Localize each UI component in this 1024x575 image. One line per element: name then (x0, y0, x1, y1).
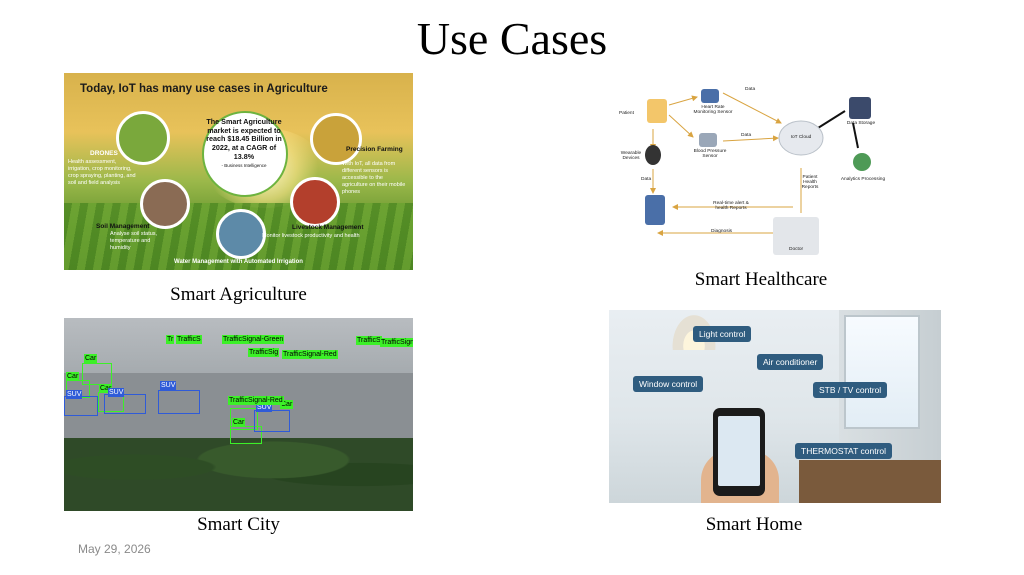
livestock-text: Monitor livestock productivity and healt… (262, 233, 360, 239)
car-tag: Car (99, 384, 113, 393)
healthcare-arrows (650, 92, 859, 236)
watch-icon (645, 145, 661, 165)
data-mid-label: Data (741, 133, 752, 138)
signal-tag: TrafficS (176, 335, 202, 344)
precision-label: Precision Farming (346, 146, 403, 153)
doctor-label: Doctor (789, 247, 804, 252)
window-callout: Window control (633, 376, 704, 392)
slide-title: Use Cases (416, 13, 608, 64)
suv-box (104, 394, 146, 414)
market-source: - Business Intelligence (221, 163, 267, 169)
suv-tag: SUV (108, 388, 125, 397)
drones-text: Health assessment, irrigation, crop moni… (68, 159, 136, 186)
soil-text: Analyse soil status, temperature and hum… (110, 231, 158, 251)
heart-rate-icon (701, 89, 719, 103)
patient-label: Patient (619, 111, 634, 116)
suv-tag: SUV (66, 390, 83, 399)
patient-icon (647, 99, 667, 123)
market-stat: The Smart Agriculture market is expected… (206, 117, 282, 161)
signal-tag: Tr (166, 335, 175, 344)
drone-bubble (116, 111, 170, 165)
data-top-label: Data (745, 87, 756, 92)
signal-tag: TrafficSignal (380, 338, 413, 347)
agri-heading: Today, IoT has many use cases in Agricul… (80, 83, 328, 95)
wearable-label: Wearable Devices (620, 151, 642, 161)
market-text: The Smart Agriculture market is expected… (206, 117, 282, 169)
suv-box (254, 410, 290, 432)
suv-box (64, 396, 98, 416)
car-tag: Car (66, 372, 80, 381)
doctor-icon (773, 217, 819, 255)
car-box (230, 426, 262, 444)
suv-tag: SUV (160, 381, 177, 390)
livestock-label: Livestock Management (292, 224, 364, 231)
thermostat-callout: THERMOSTAT control (795, 443, 893, 459)
drones-label: DRONES (90, 150, 118, 157)
precision-text: With IoT, all data from different sensor… (342, 161, 406, 195)
car-tag: Car (84, 354, 98, 363)
signal-tag: TrafficSignal-Red (228, 396, 284, 405)
car-box (230, 408, 258, 430)
car-tag: Car (232, 418, 246, 427)
water-label: Water Management with Automated Irrigati… (174, 259, 303, 265)
caption-home: Smart Home (705, 514, 803, 535)
window (844, 315, 920, 429)
storage-icon (849, 97, 871, 119)
reports-label: Patient Health Reports (801, 175, 819, 190)
data-left-label: Data (641, 177, 652, 182)
city-image: Car Car Car Car Car SUV SUV SUV SUV Tr T… (64, 318, 413, 511)
blood-pressure-label: Blood Pressure Sensor (693, 149, 727, 159)
soil-label: Soil Management (96, 223, 150, 230)
storage-label: Data Storage (846, 121, 876, 126)
counter (799, 460, 941, 503)
soil-bubble (140, 179, 190, 229)
tree-line (64, 438, 413, 511)
market-circle (202, 111, 288, 197)
caption-agriculture: Smart Agriculture (170, 284, 307, 305)
precision-bubble (310, 113, 362, 165)
phone-screen (718, 416, 760, 486)
water-bubble (216, 209, 266, 259)
caption-city: Smart City (197, 514, 280, 535)
suv-tag: SUV (256, 403, 273, 412)
ac-callout: Air conditioner (757, 354, 824, 370)
home-image: Light control Air conditioner Window con… (609, 310, 941, 503)
phone-icon (645, 195, 665, 225)
analytics-icon (853, 153, 871, 171)
healthcare-diagram: Patient Heart Rate Monitoring Sensor Blo… (613, 83, 891, 258)
livestock-bubble (290, 177, 340, 227)
suv-box (158, 390, 200, 414)
cloud-label: IoT Cloud (790, 135, 812, 140)
light-callout: Light control (693, 326, 752, 342)
heart-rate-label: Heart Rate Monitoring Sensor (693, 105, 733, 115)
blood-pressure-icon (699, 133, 717, 147)
car-box (82, 363, 112, 385)
signal-tag: TrafficSignal-Red (282, 350, 338, 359)
diagnosis-label: Diagnosis (711, 229, 733, 234)
analytics-label: Analytics Processing (840, 177, 886, 182)
slide-date: May 29, 2026 (78, 542, 151, 556)
signal-tag: TrafficSig (248, 348, 280, 357)
car-tag: Car (280, 400, 294, 409)
realtime-label: Real-time alert & health Reports (713, 201, 749, 211)
agriculture-image: Today, IoT has many use cases in Agricul… (64, 73, 413, 270)
signal-tag: TrafficS (356, 336, 382, 345)
stb-callout: STB / TV control (813, 382, 888, 398)
caption-healthcare: Smart Healthcare (694, 269, 828, 290)
signal-tag: TrafficSignal-Green (222, 335, 285, 344)
